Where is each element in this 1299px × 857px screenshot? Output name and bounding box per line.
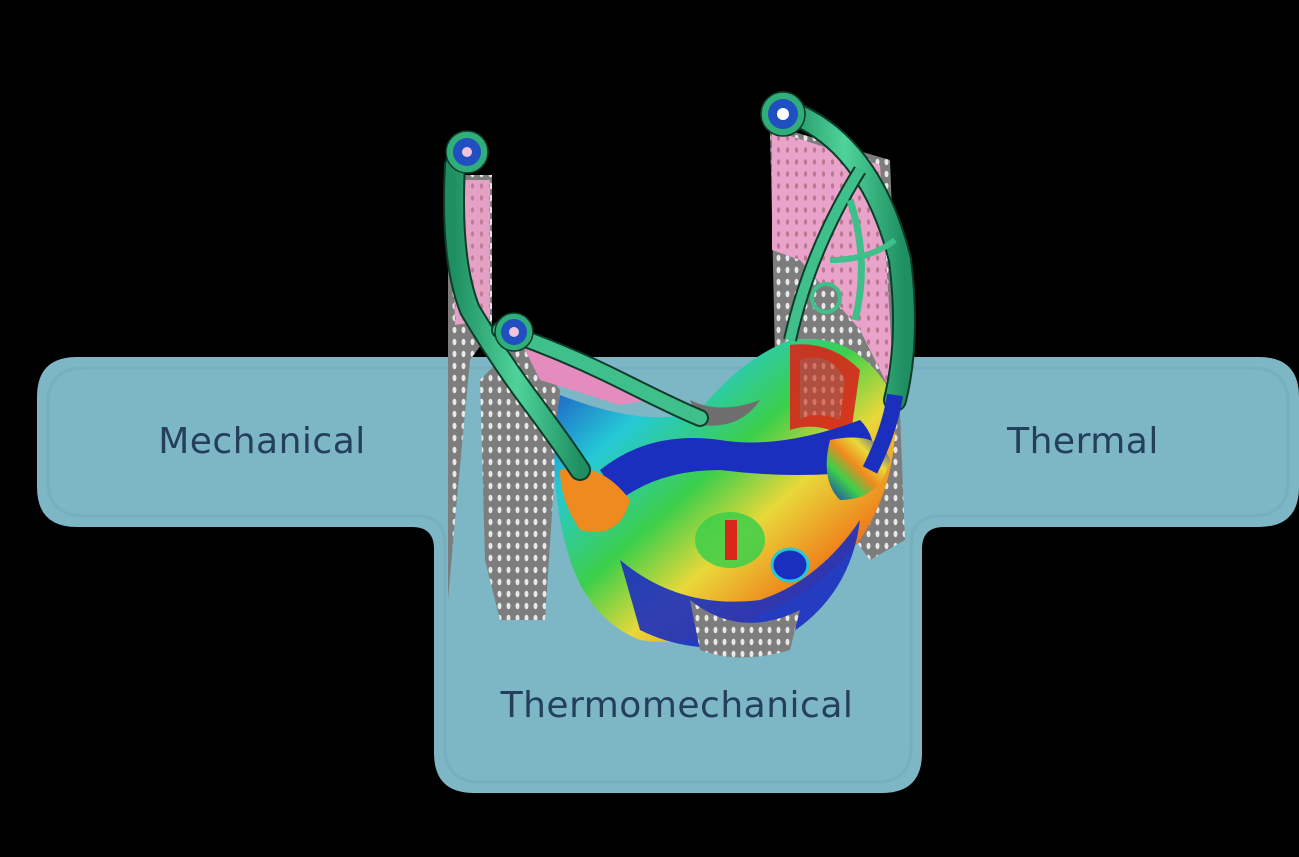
right-green-arm [773, 98, 916, 474]
mounting-boss-left-lower [494, 312, 534, 352]
label-thermal: Thermal [1007, 421, 1159, 462]
mounting-boss-right-top [760, 91, 806, 137]
mounting-boss-left-top [445, 130, 489, 174]
label-mechanical: Mechanical [158, 421, 366, 462]
label-thermomechanical: Thermomechanical [500, 685, 854, 726]
heatmap-body [554, 338, 896, 658]
left-green-arm [443, 154, 709, 481]
